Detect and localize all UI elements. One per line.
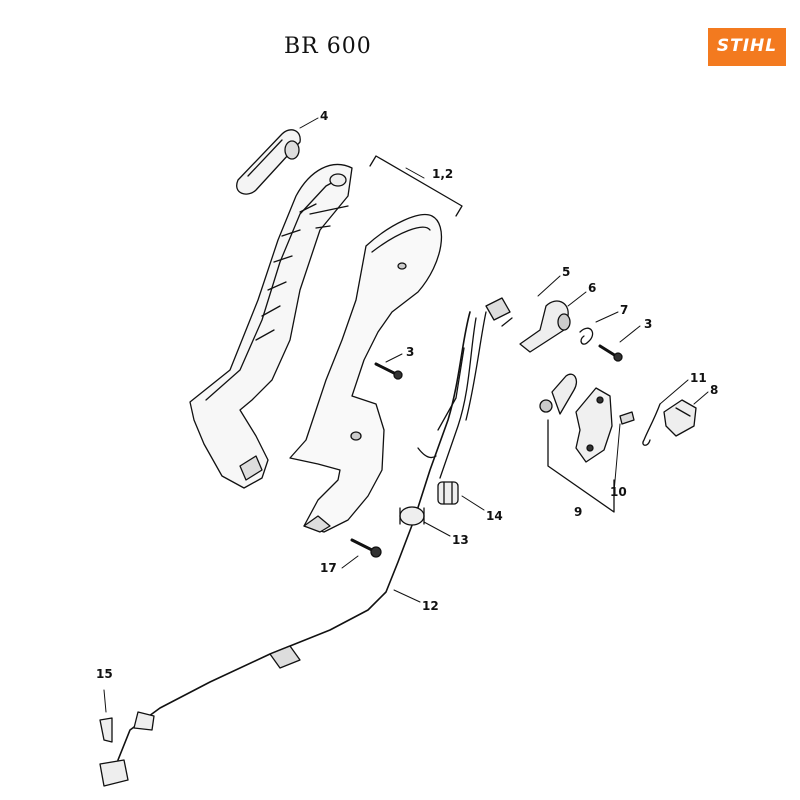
callout-5: 5 [562,265,570,279]
callout-14: 14 [486,509,503,523]
stihl-logo: STIHL [708,28,786,66]
callout-6: 6 [588,281,596,295]
callout-3-left: 3 [406,345,414,359]
callout-8: 8 [710,383,718,397]
part-clip-14 [437,481,459,505]
stihl-logo-text: STIHL [716,36,778,56]
callout-11: 11 [690,371,707,385]
callout-1-2: 1,2 [432,167,453,181]
part-switch-assembly [485,297,594,353]
leader-lines [103,117,709,713]
part-handle-housing-right [289,214,443,533]
part-handle-housing-left [189,163,353,489]
bracket-1-2 [369,155,463,217]
callout-7: 7 [620,303,628,317]
part-screw-17 [350,538,382,558]
part-grommet-13 [399,506,425,526]
bracket-9 [547,419,615,513]
part-screw-left [374,362,403,380]
callout-17: 17 [320,561,337,575]
model-title: BR 600 [284,34,372,59]
callout-12: 12 [422,599,439,613]
part-connector-15 [99,711,155,787]
callout-13: 13 [452,533,469,547]
part-lever-assembly [539,373,635,463]
callout-3-right: 3 [644,317,652,331]
part-handle-cap [236,129,301,195]
callout-10: 10 [610,485,627,499]
callout-4: 4 [320,109,328,123]
callout-15: 15 [96,667,113,681]
part-spring-11 [642,403,661,446]
part-control-cable [117,311,487,761]
part-screw-right [598,344,623,362]
part-clip-8 [663,399,697,437]
callout-9: 9 [574,505,582,519]
